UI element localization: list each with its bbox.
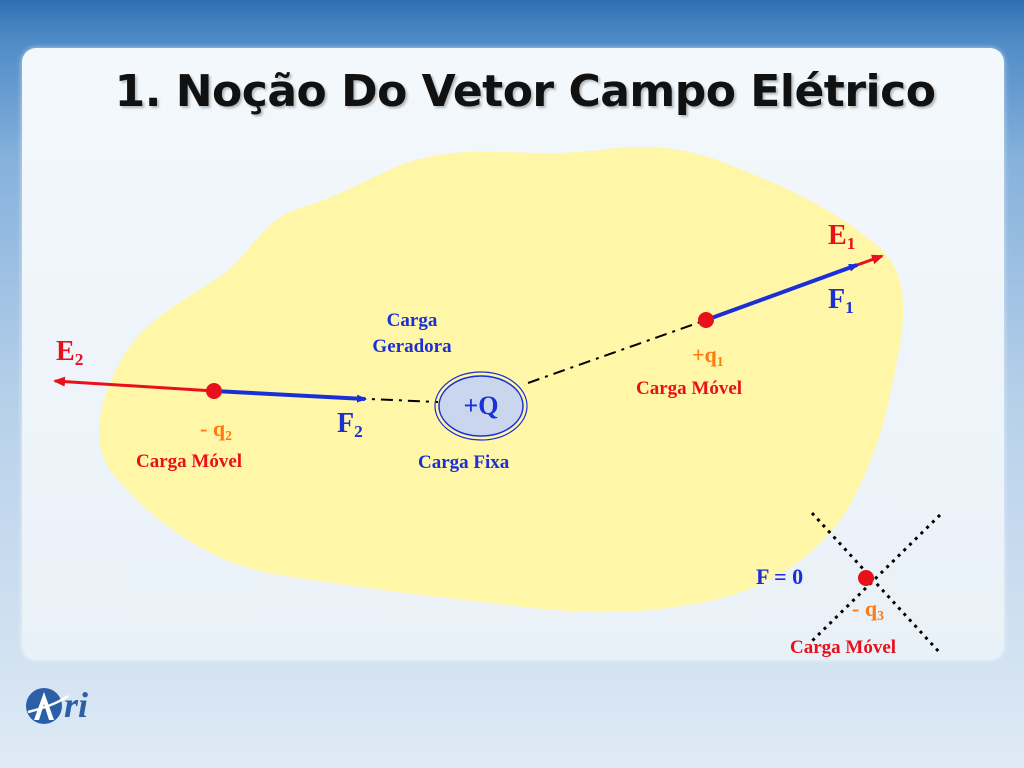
fixed-charge-label: +Q (463, 391, 499, 420)
slide-title: 1. Noção Do Vetor Campo Elétrico (114, 66, 936, 117)
charge-q2-dot (206, 383, 222, 399)
q1-label: +q1 (692, 342, 724, 369)
carga-movel-1-label: Carga Móvel (636, 378, 743, 399)
field-line-right (527, 319, 707, 384)
carga-movel-3-label: Carga Móvel (790, 637, 897, 658)
charge-q3-dot (858, 570, 874, 586)
charge-q1-dot (698, 312, 714, 328)
field-line-left (299, 395, 439, 403)
e1-label: E1 (828, 220, 856, 253)
e2-label: E2 (56, 336, 84, 369)
carga-fixa-label: Carga Fixa (418, 452, 510, 473)
f2-vector (213, 389, 367, 403)
positive-charge-circle (438, 375, 524, 437)
q2-label: - q2 (200, 416, 232, 443)
ari-logo-mark (26, 688, 69, 724)
q3-label: - q3 (852, 596, 884, 623)
f-zero-label: F = 0 (756, 564, 804, 589)
ari-logo: ri (24, 682, 116, 728)
f2-label: F2 (337, 408, 363, 441)
cross-marker (808, 511, 942, 655)
f1-vector (705, 263, 859, 322)
carga-geradora-label: Carga Geradora (372, 310, 452, 357)
ari-logo-text: ri (64, 685, 89, 725)
e2-vector (53, 376, 215, 393)
carga-movel-2-label: Carga Móvel (136, 451, 243, 472)
f1-label: F1 (828, 284, 854, 317)
